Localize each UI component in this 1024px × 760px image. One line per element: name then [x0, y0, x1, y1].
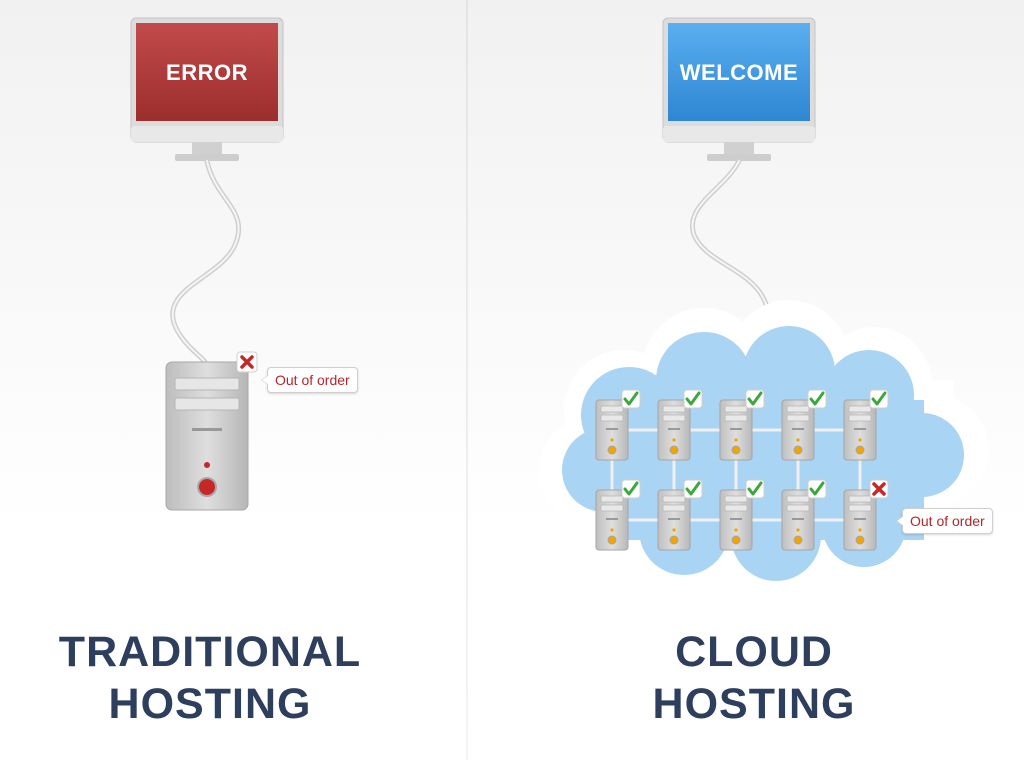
- server-grid-nodes: [595, 389, 889, 551]
- traditional-hosting-heading: TRADITIONAL HOSTING: [0, 626, 420, 730]
- checkmark-icon: [807, 389, 827, 409]
- cloud-server-icon: [595, 399, 629, 461]
- checkmark-icon: [621, 389, 641, 409]
- heading-line2: HOSTING: [652, 680, 856, 728]
- cloud-server-icon: [595, 489, 629, 551]
- checkmark-icon: [745, 479, 765, 499]
- panel-divider: [466, 0, 468, 760]
- welcome-screen-text: WELCOME: [679, 60, 799, 85]
- cross-icon: [236, 351, 258, 373]
- cloud-hosting-panel: WELCOME Out of order CLOUD HOSTING: [514, 0, 1024, 760]
- checkmark-icon: [683, 389, 703, 409]
- traditional-hosting-illustration: [130, 17, 284, 511]
- checkmark-icon: [807, 479, 827, 499]
- checkmark-icon: [745, 389, 765, 409]
- checkmark-icon: [869, 389, 889, 409]
- out-of-order-callout: Out of order: [896, 508, 993, 534]
- checkmark-icon: [621, 479, 641, 499]
- traditional-hosting-panel: ERROR Out of order TRADITIONAL HOSTING: [0, 0, 510, 760]
- cloud-hosting-heading: CLOUD HOSTING: [564, 626, 944, 730]
- error-screen-text: ERROR: [166, 60, 248, 85]
- cable: [170, 158, 242, 365]
- server-tower-icon: [165, 361, 249, 511]
- monitor-icon: [662, 17, 816, 161]
- checkmark-icon: [683, 479, 703, 499]
- out-of-order-callout: Out of order: [261, 367, 358, 393]
- cloud-server-icon: [719, 489, 753, 551]
- heading-line1: CLOUD: [675, 628, 833, 676]
- cloud-server-icon: [843, 489, 877, 551]
- cloud-server-icon: [657, 489, 691, 551]
- heading-line1: TRADITIONAL: [58, 628, 362, 676]
- cloud-server-icon: [843, 399, 877, 461]
- cloud-server-icon: [657, 399, 691, 461]
- cross-icon: [869, 479, 889, 499]
- cable: [689, 158, 772, 333]
- monitor-icon: [130, 17, 284, 161]
- cloud-server-icon: [781, 489, 815, 551]
- cloud-server-icon: [719, 399, 753, 461]
- cloud-hosting-illustration: [539, 17, 989, 603]
- cloud-server-icon: [781, 399, 815, 461]
- heading-line2: HOSTING: [108, 680, 312, 728]
